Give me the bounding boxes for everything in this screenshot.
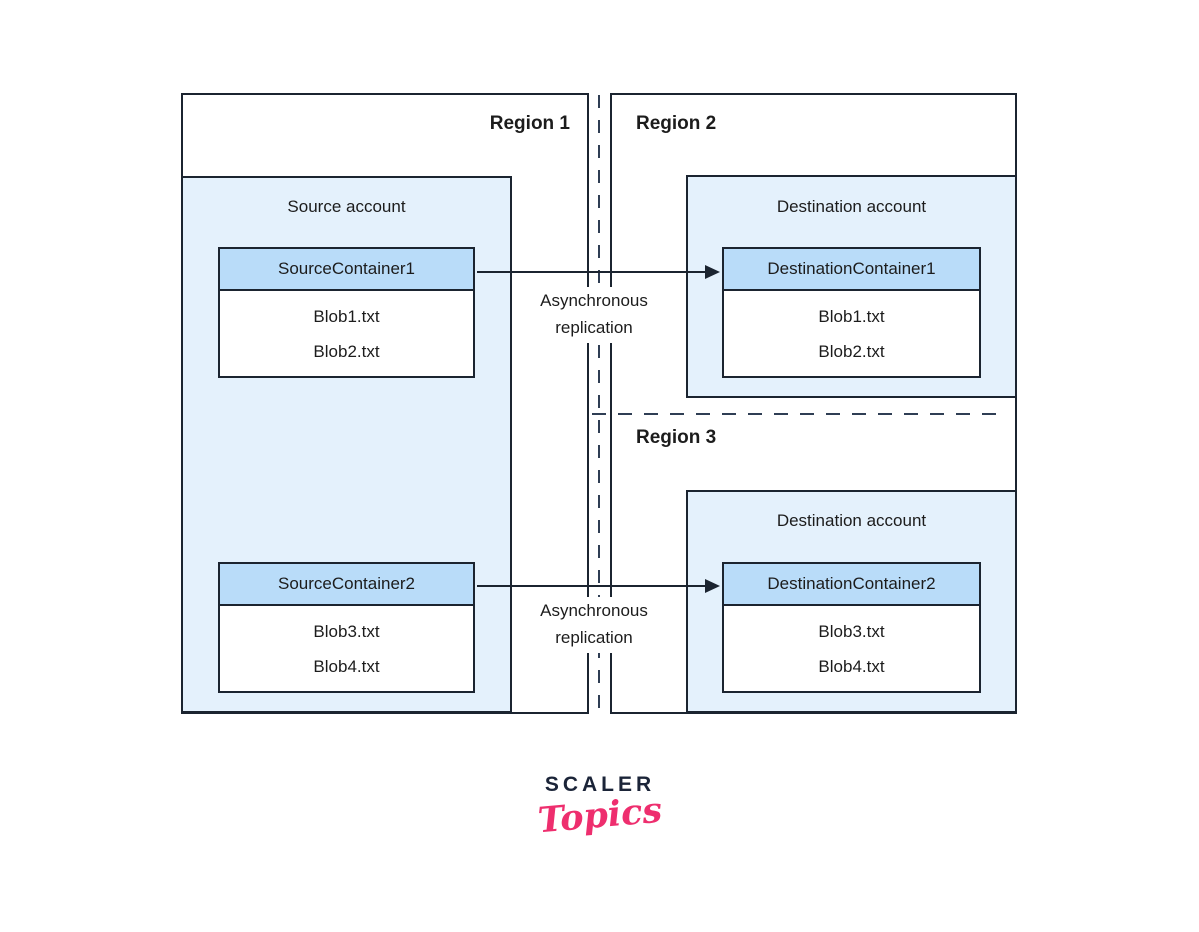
source-container-1-title: SourceContainer1 [220, 249, 473, 291]
blob-item: Blob2.txt [313, 341, 380, 361]
destination-container-2-box: DestinationContainer2 Blob3.txt Blob4.tx… [722, 562, 981, 693]
destination-account-region3-label: Destination account [776, 511, 927, 530]
replication-arrow-2-label: Asynchronous replication [519, 597, 669, 653]
source-container-1-body: Blob1.txt Blob2.txt [220, 291, 473, 376]
blob-item: Blob1.txt [818, 306, 885, 326]
blob-item: Blob2.txt [818, 341, 885, 361]
region3-label: Region 3 [636, 427, 717, 448]
destination-container-2-body: Blob3.txt Blob4.txt [724, 606, 979, 691]
replication-arrow-1-label: Asynchronous replication [519, 287, 669, 343]
replication-arrow-1-arrowhead-icon [705, 265, 720, 279]
blob-item: Blob4.txt [313, 656, 380, 676]
replication-arrow-2-arrowhead-icon [705, 579, 720, 593]
vertical-region-divider-dashed-line [598, 95, 600, 713]
replication-arrow-1-line [477, 271, 705, 273]
region2-label: Region 2 [636, 113, 717, 134]
destination-container-2-title: DestinationContainer2 [724, 564, 979, 606]
source-container-2-title: SourceContainer2 [220, 564, 473, 606]
replication-arrow-2-line [477, 585, 705, 587]
source-container-1-box: SourceContainer1 Blob1.txt Blob2.txt [218, 247, 475, 378]
destination-account-region2-label: Destination account [776, 197, 927, 216]
source-container-2-body: Blob3.txt Blob4.txt [220, 606, 473, 691]
blob-item: Blob4.txt [818, 656, 885, 676]
source-account-label: Source account [287, 197, 406, 216]
blob-item: Blob3.txt [313, 621, 380, 641]
horizontal-region-divider-dashed-line [592, 413, 1006, 415]
source-container-2-box: SourceContainer2 Blob3.txt Blob4.txt [218, 562, 475, 693]
blob-item: Blob1.txt [313, 306, 380, 326]
region1-label: Region 1 [489, 113, 570, 134]
scaler-topics-logo: SCALER Topics [450, 773, 750, 841]
destination-container-1-body: Blob1.txt Blob2.txt [724, 291, 979, 376]
blob-item: Blob3.txt [818, 621, 885, 641]
destination-container-1-title: DestinationContainer1 [724, 249, 979, 291]
logo-brand-text: SCALER [544, 773, 656, 796]
destination-container-1-box: DestinationContainer1 Blob1.txt Blob2.tx… [722, 247, 981, 378]
